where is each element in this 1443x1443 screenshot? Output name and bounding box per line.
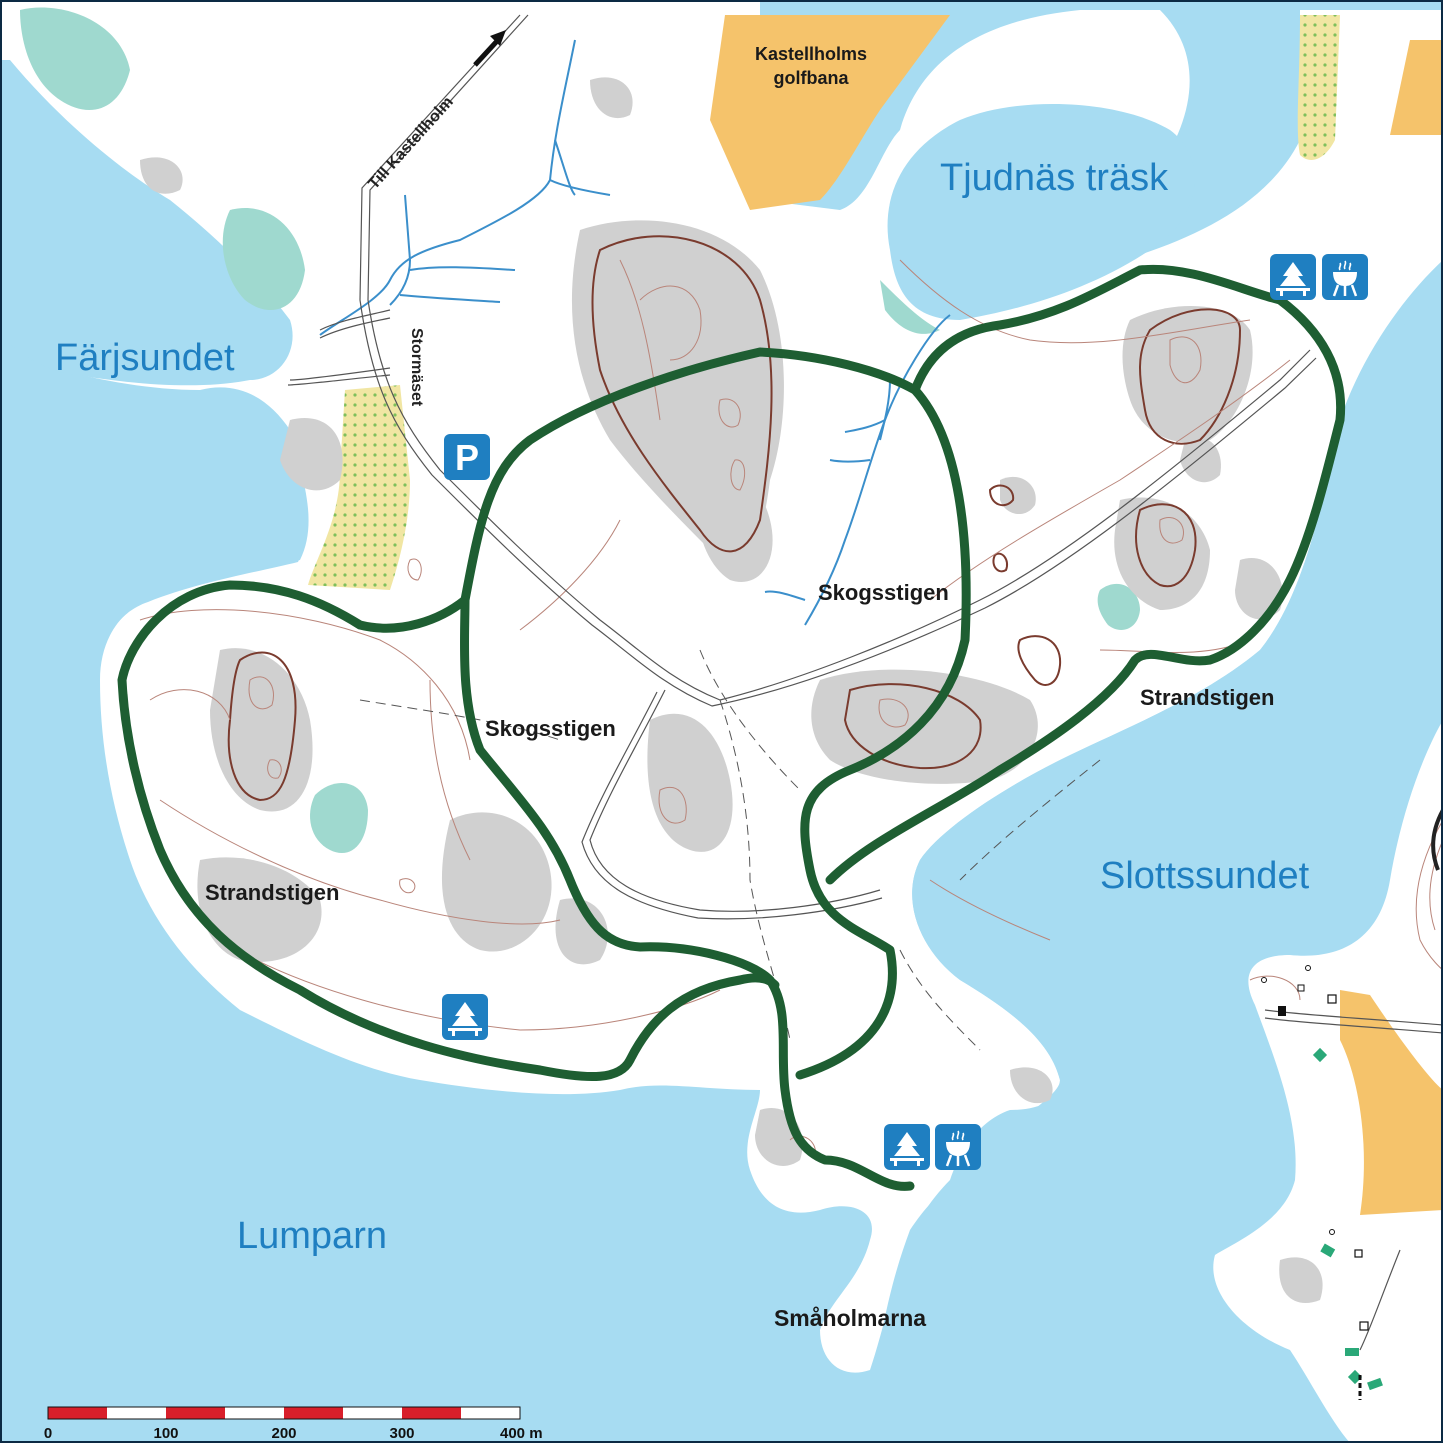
meadow-west (308, 385, 410, 590)
parking-letter: P (455, 437, 479, 478)
scale-bar: 0 100 200 300 400 m (44, 1406, 543, 1442)
main-land (0, 0, 1443, 1373)
picnic-icon (1270, 254, 1316, 300)
buildings (1261, 965, 1383, 1400)
trail-strandstigen-west (117, 580, 780, 1081)
label-golf-line2: golfbana (774, 68, 850, 88)
label-slottssundet: Slottssundet (1100, 855, 1310, 897)
label-strandstigen-west: Strandstigen (205, 880, 339, 905)
slottssundet-sea (912, 300, 1443, 1443)
contour-lines-thin (139, 259, 1443, 1161)
pond-east (1097, 583, 1140, 630)
trail-strandstigen-east (825, 264, 1346, 885)
label-lumparn: Lumparn (237, 1215, 387, 1257)
streams (319, 39, 951, 626)
east-island (1213, 720, 1443, 1443)
west-sea (0, 60, 293, 386)
lake-west (222, 208, 305, 310)
scale-tick-300: 300 (389, 1425, 414, 1442)
grill-icon (1322, 254, 1368, 300)
picnic-icon (442, 994, 488, 1040)
east-cliff (1431, 809, 1443, 871)
golf-course-east (1390, 40, 1443, 135)
scale-tick-100: 100 (153, 1425, 178, 1442)
tjudnas-lake (887, 103, 1195, 321)
scale-tick-200: 200 (271, 1425, 296, 1442)
tjudnas-marsh (880, 280, 940, 334)
grill-icon (935, 1124, 981, 1170)
lumparn-sea (0, 340, 1000, 1443)
picnic-icon (884, 1124, 930, 1170)
label-smaholmarna: Småholmarna (774, 1305, 926, 1331)
golf-course (710, 15, 950, 210)
lake-northwest (20, 7, 130, 110)
scale-tick-400m: 400 m (500, 1425, 543, 1442)
trails (117, 264, 1346, 1191)
rock-outcrops (140, 77, 1323, 1304)
meadow-northeast (1297, 15, 1340, 160)
label-golf-line1: Kastellholms (755, 44, 867, 64)
label-stormaset: Stormäset (408, 328, 425, 407)
direction-arrow-icon (473, 30, 506, 67)
parking-sign: P (444, 434, 490, 480)
label-skogsstigen-north: Skogsstigen (818, 580, 949, 605)
label-farjsundet: Färjsundet (55, 337, 235, 379)
label-tjudnas-trask: Tjudnäs träsk (940, 157, 1169, 199)
trail-skogsstigen-west (459, 595, 915, 1191)
label-strandstigen-east: Strandstigen (1140, 685, 1274, 710)
scale-tick-0: 0 (44, 1425, 52, 1442)
contour-lines (227, 235, 1242, 802)
east-golf-area (1340, 990, 1443, 1215)
pond-center (310, 783, 368, 854)
paths-dashed (359, 649, 1101, 1051)
trail-skogsstigen (460, 347, 971, 1080)
label-skogsstigen-west: Skogsstigen (485, 716, 616, 741)
roads (287, 14, 1443, 1351)
